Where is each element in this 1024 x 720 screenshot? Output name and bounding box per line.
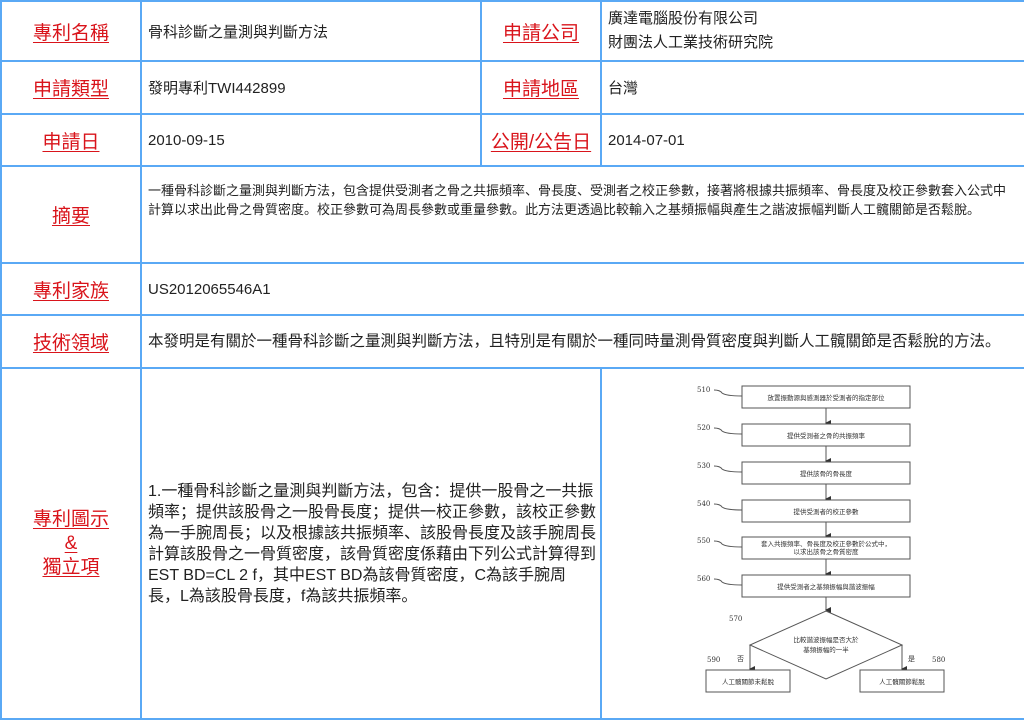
label-patent-name: 專利名稱	[0, 0, 142, 62]
row-field: 技術領域 本發明是有關於一種骨科診斷之量測與判斷方法，且特別是有關於一種同時量測…	[0, 314, 1024, 369]
flow-step-text: 套入共振頻率、骨長度及校正參數於公式中，	[761, 539, 891, 548]
flow-step-text: 提供受測者之骨的共振頻率	[787, 431, 866, 440]
claim-label-2: &	[64, 532, 78, 554]
claim-label-3: 獨立項	[42, 556, 100, 578]
flow-decision-text: 比較諧波振幅是否大於	[794, 635, 860, 644]
flow-step-text: 提供受測者的校正參數	[794, 507, 860, 516]
flow-step-id: 540	[697, 500, 710, 508]
flow-decision-id: 570	[729, 615, 742, 623]
flow-end-id-yes: 580	[932, 656, 945, 664]
type-link[interactable]: 申請類型	[32, 79, 109, 100]
flow-step-id: 550	[697, 537, 710, 545]
company-2: 財團法人工業技術研究院	[608, 34, 774, 51]
flow-step-id: 530	[697, 462, 710, 470]
field-value: 本發明是有關於一種骨科診斷之量測與判斷方法，且特別是有關於一種同時量測骨質密度與…	[140, 314, 1024, 369]
flow-branch-yes: 是	[908, 655, 915, 663]
label-pubdate: 公開/公告日	[480, 113, 602, 167]
claim-link[interactable]: 專利圖示&獨立項	[8, 508, 134, 580]
flow-leader-line	[713, 389, 743, 397]
flowchart-figure: 510 放置振動源與感測器於受測者的指定部位 520 提供受測者之骨的共振頻率 530 提…	[697, 385, 945, 693]
row-dates: 申請日 2010-09-15 公開/公告日 2014-07-01	[0, 113, 1024, 167]
family-value: US2012065546A1	[140, 262, 1024, 316]
patent-name-value: 骨科診斷之量測與判斷方法	[140, 0, 482, 62]
abstract-value: 一種骨科診斷之量測與判斷方法，包含提供受測者之骨之共振頻率、骨長度、受測者之校正…	[140, 165, 1024, 264]
row-family: 專利家族 US2012065546A1	[0, 262, 1024, 316]
pubdate-link[interactable]: 公開/公告日	[490, 131, 592, 153]
label-claim: 專利圖示&獨立項	[0, 367, 142, 720]
flow-end-id-no: 590	[707, 656, 720, 664]
patent-name-link[interactable]: 專利名稱	[32, 22, 109, 44]
flow-leader-line	[713, 578, 743, 586]
label-type: 申請類型	[0, 60, 142, 115]
date-value: 2010-09-15	[140, 113, 482, 167]
figure-cell: 510 放置振動源與感測器於受測者的指定部位 520 提供受測者之骨的共振頻率 530 提…	[600, 367, 1024, 720]
date-link[interactable]: 申請日	[42, 131, 100, 153]
flow-end-box-no	[705, 669, 791, 693]
claim-label-1: 專利圖示	[32, 508, 109, 530]
flow-end-text-no: 人工髖關節未鬆脫	[722, 677, 775, 686]
region-value: 台灣	[600, 60, 1024, 115]
flow-step-text: 以求出該骨之骨質密度	[794, 547, 860, 556]
label-field: 技術領域	[0, 314, 142, 369]
flow-step-id: 510	[697, 386, 710, 394]
pubdate-value: 2014-07-01	[600, 113, 1024, 167]
flow-step-text: 提供該骨的骨長度	[800, 469, 853, 478]
flow-end-text-yes: 人工髖關節鬆脫	[879, 677, 925, 686]
flow-leader-line	[713, 427, 743, 435]
flow-step-text: 提供受測者之基頻振幅與諧波振幅	[777, 582, 875, 591]
row-claim: 專利圖示&獨立項 1.一種骨科診斷之量測與判斷方法，包含：提供一股骨之一共振頻率…	[0, 367, 1024, 720]
field-link[interactable]: 技術領域	[32, 333, 109, 354]
claim-value: 1.一種骨科診斷之量測與判斷方法，包含：提供一股骨之一共振頻率；提供該股骨之一股…	[140, 367, 602, 720]
abstract-link[interactable]: 摘要	[51, 206, 90, 227]
company-value: 廣達電腦股份有限公司財團法人工業技術研究院	[600, 0, 1024, 62]
type-value: 發明專利TWI442899	[140, 60, 482, 115]
row-type-region: 申請類型 發明專利TWI442899 申請地區 台灣	[0, 60, 1024, 115]
flow-leader-line	[713, 503, 743, 511]
flow-leader-line	[713, 540, 743, 548]
flow-step-id: 560	[697, 575, 710, 583]
label-company: 申請公司	[480, 0, 602, 62]
company-link[interactable]: 申請公司	[502, 22, 579, 44]
label-date: 申請日	[0, 113, 142, 167]
label-region: 申請地區	[480, 60, 602, 115]
flow-decision-text: 基頻振幅的一半	[803, 645, 849, 654]
flow-branch-no: 否	[737, 655, 744, 663]
flow-step-id: 520	[697, 424, 710, 432]
flow-decision-diamond	[748, 610, 904, 680]
region-link[interactable]: 申請地區	[502, 79, 579, 100]
flow-end-box-yes	[859, 669, 945, 693]
row-name-company: 專利名稱 骨科診斷之量測與判斷方法 申請公司 廣達電腦股份有限公司財團法人工業技…	[0, 0, 1024, 62]
label-abstract: 摘要	[0, 165, 142, 264]
label-family: 專利家族	[0, 262, 142, 316]
flow-leader-line	[713, 465, 743, 473]
family-link[interactable]: 專利家族	[32, 280, 109, 302]
row-abstract: 摘要 一種骨科診斷之量測與判斷方法，包含提供受測者之骨之共振頻率、骨長度、受測者…	[0, 165, 1024, 264]
flow-step-text: 放置振動源與感測器於受測者的指定部位	[768, 393, 886, 402]
company-1: 廣達電腦股份有限公司	[608, 10, 759, 27]
